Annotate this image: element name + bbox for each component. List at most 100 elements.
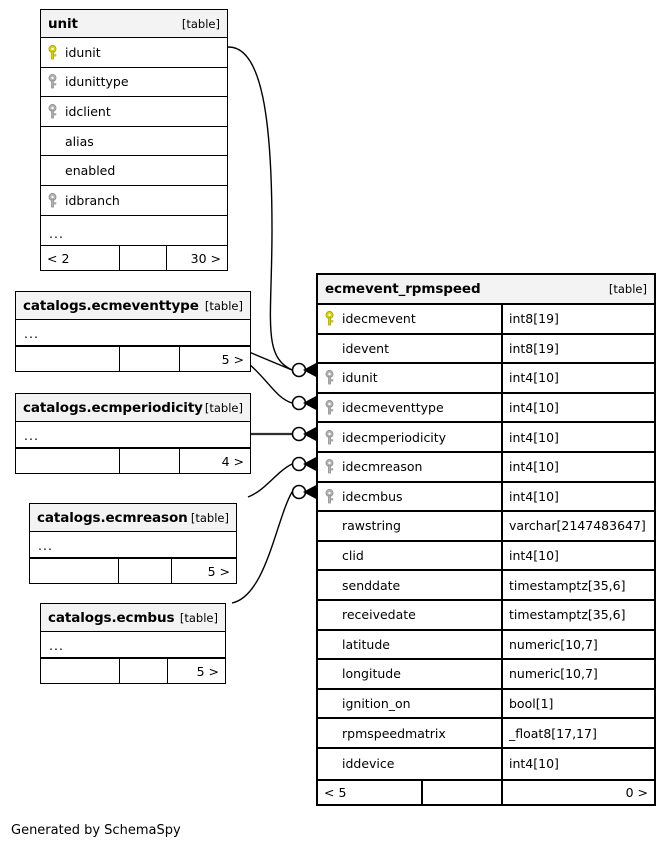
more-columns-ellipsis: ... xyxy=(49,226,64,242)
footer-children-count[interactable]: 0 > xyxy=(501,780,654,804)
column-name: idevent xyxy=(342,340,390,356)
more-columns-ellipsis: ... xyxy=(49,638,64,653)
table-row[interactable]: idunittype xyxy=(41,67,227,98)
primary-key-icon xyxy=(41,38,63,67)
table-row[interactable]: enabled xyxy=(41,156,227,186)
column-name: idclient xyxy=(65,103,111,119)
footer-middle xyxy=(119,246,166,271)
table-ecmperiodicity-footer: 4 > xyxy=(16,448,250,473)
no-key-spacer xyxy=(318,571,340,599)
table-more-row: ... xyxy=(41,632,225,658)
connector-endpoint-circle xyxy=(291,484,307,500)
table-more-row: ... xyxy=(16,320,250,346)
column-type: timestamptz[35,6] xyxy=(501,571,654,599)
table-ecmeventtype-header: catalogs.ecmeventtype [table] xyxy=(16,292,250,320)
footer-middle xyxy=(119,347,179,371)
no-key-spacer xyxy=(318,660,340,688)
footer-children-count[interactable]: 5 > xyxy=(179,347,250,371)
table-unit-header: unit [table] xyxy=(41,10,227,38)
table-unit[interactable]: unit [table] idunit idunittype idclient … xyxy=(40,9,228,272)
table-row[interactable]: idunit xyxy=(41,38,227,68)
table-ecmbus-name: catalogs.ecmbus xyxy=(48,609,175,626)
no-key-spacer xyxy=(318,512,340,540)
column-name: receivedate xyxy=(342,607,416,623)
footer-children-count[interactable]: 5 > xyxy=(171,559,236,583)
footer-children-count[interactable]: 30 > xyxy=(166,246,227,271)
table-unit-tag: [table] xyxy=(181,16,220,31)
footer-parents-count[interactable] xyxy=(16,347,119,371)
foreign-key-icon xyxy=(41,97,63,126)
footer-children-count[interactable]: 4 > xyxy=(179,449,250,473)
column-name: clid xyxy=(342,548,364,564)
table-row[interactable]: alias xyxy=(41,126,227,157)
table-row[interactable]: clid int4[10] xyxy=(318,541,654,572)
table-ecmreason-footer: 5 > xyxy=(30,558,236,583)
column-name: idecmperiodicity xyxy=(342,429,447,445)
footer-parents-count[interactable]: < 2 xyxy=(47,250,70,266)
footer-children-count[interactable]: 5 > xyxy=(167,659,225,683)
footer-parents-count[interactable] xyxy=(30,559,118,583)
table-row[interactable]: idclient xyxy=(41,97,227,127)
no-key-spacer xyxy=(41,156,63,185)
table-row[interactable]: rpmspeedmatrix _float8[17,17] xyxy=(318,719,654,749)
column-name: latitude xyxy=(342,636,390,652)
table-ecmreason-header: catalogs.ecmreason [table] xyxy=(30,504,236,532)
foreign-key-icon xyxy=(318,453,340,481)
generated-by-caption: Generated by SchemaSpy xyxy=(11,823,181,838)
connector-endpoint-circle xyxy=(291,362,307,378)
footer-parents-count[interactable] xyxy=(41,659,119,683)
column-type: int4[10] xyxy=(501,541,654,570)
foreign-key-icon xyxy=(41,68,63,97)
table-ecmevent-rpmspeed-header: ecmevent_rpmspeed [table] xyxy=(318,275,654,305)
foreign-key-icon xyxy=(41,186,63,215)
column-name: idecmreason xyxy=(342,459,423,475)
column-name: idunit xyxy=(342,370,378,386)
foreign-key-icon xyxy=(318,364,340,392)
table-ecmeventtype[interactable]: catalogs.ecmeventtype [table] ... 5 > xyxy=(15,291,251,372)
table-row[interactable]: idbranch xyxy=(41,185,227,216)
footer-parents-count[interactable] xyxy=(16,449,119,473)
footer-middle xyxy=(421,780,501,804)
connector-endpoint-circle xyxy=(291,395,307,411)
column-name: iddevice xyxy=(342,756,395,772)
column-type: _float8[17,17] xyxy=(501,719,654,747)
footer-parents-count[interactable]: < 5 xyxy=(324,784,347,800)
table-more-row: ... xyxy=(30,532,236,558)
column-name: idunittype xyxy=(65,74,129,90)
column-name: rpmspeedmatrix xyxy=(342,725,446,741)
column-name: idbranch xyxy=(65,192,120,208)
no-key-spacer xyxy=(318,690,340,718)
table-unit-name: unit xyxy=(48,15,78,32)
column-name: rawstring xyxy=(342,518,401,534)
table-ecmbus-footer: 5 > xyxy=(41,658,225,683)
column-type: int8[19] xyxy=(501,305,654,333)
column-name: idunit xyxy=(65,44,101,60)
table-ecmeventtype-tag: [table] xyxy=(204,298,243,313)
more-columns-ellipsis: ... xyxy=(24,428,39,443)
table-ecmevent-rpmspeed-footer: < 5 0 > xyxy=(318,778,654,804)
no-key-spacer xyxy=(318,631,340,659)
table-ecmbus[interactable]: catalogs.ecmbus [table] ... 5 > xyxy=(40,603,226,684)
table-ecmperiodicity[interactable]: catalogs.ecmperiodicity [table] ... 4 > xyxy=(15,393,251,474)
foreign-key-icon xyxy=(318,483,340,511)
table-ecmperiodicity-tag: [table] xyxy=(204,400,243,415)
table-ecmreason[interactable]: catalogs.ecmreason [table] ... 5 > xyxy=(29,503,237,584)
table-ecmevent-rpmspeed-name: ecmevent_rpmspeed xyxy=(325,281,481,297)
more-columns-ellipsis: ... xyxy=(24,326,39,341)
